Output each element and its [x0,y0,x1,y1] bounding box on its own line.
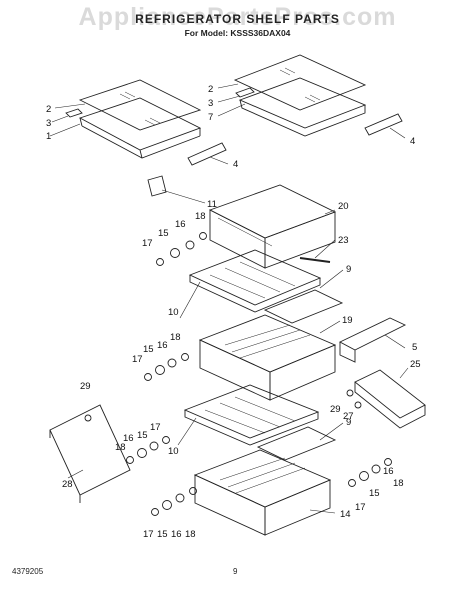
callout-16-d: 16 [383,466,394,477]
callout-29-left: 29 [80,381,91,392]
roller-stack-4 [126,436,170,464]
glass-shelf-right [233,54,367,111]
callout-4-left: 4 [233,159,238,170]
callout-16-e: 16 [171,529,182,540]
callout-15-e: 15 [157,529,168,540]
leader-lines [49,83,409,514]
upper-drawer-top [208,184,337,239]
callout-23: 23 [338,235,349,246]
model-line: For Model: KSSS36DAX04 [184,28,291,38]
roller-stack-3 [151,487,197,516]
callout-7: 7 [208,112,213,123]
doc-number: 4379205 [12,567,44,576]
callout-10-a: 10 [168,307,179,318]
shelf-assembly-right [233,54,403,137]
callout-15-b: 15 [143,344,154,355]
watermark: AppliancePartsPros.com [78,3,397,31]
callout-17-c: 17 [150,422,161,433]
upper-drawer-side [264,211,336,269]
callout-18-e: 18 [185,529,196,540]
callout-16-a: 16 [175,219,186,230]
callout-17-e: 17 [143,529,154,540]
callout-10-b: 10 [168,446,179,457]
callout-labels: 2 3 1 4 2 3 7 4 11 20 18 16 15 17 23 9 1… [46,84,421,540]
callout-17-b: 17 [132,354,143,365]
middle-drawer-top [198,314,337,373]
side-bracket-5 [339,317,407,351]
upper-drawer-front [209,209,266,269]
upper-drawer-group [147,175,337,269]
callout-18-a: 18 [195,211,206,222]
callout-16-b: 16 [157,340,168,351]
callout-1: 1 [46,131,51,142]
drawer-clip [147,175,167,197]
callout-3-left: 3 [46,118,51,129]
callout-5: 5 [412,342,417,353]
crisper-cover-upper [188,249,344,324]
shelf-texture-left [119,91,161,126]
callout-2-right: 2 [208,84,213,95]
callout-9-a: 9 [346,264,351,275]
shelf-support-rail-right [364,113,403,136]
callout-17-a: 17 [142,238,153,249]
lower-drawer-front [194,474,266,536]
lower-drawer-side [264,479,331,536]
callout-3-right: 3 [208,98,213,109]
callout-17-d: 17 [355,502,366,513]
callout-20: 20 [338,201,349,212]
callout-14: 14 [340,509,351,520]
callout-18-b: 18 [170,332,181,343]
page-number: 9 [233,567,238,576]
shelf-trim-right [235,87,255,98]
shelf-trim-left [65,108,83,118]
roller-stack-5 [348,458,392,487]
roller-stack-2 [144,353,189,381]
callout-18-c: 18 [115,442,126,453]
callout-27: 27 [343,411,354,422]
callout-16-c: 16 [123,433,134,444]
shelf-support-rail-left [187,142,227,166]
shelf-frame-left [78,97,202,151]
roller-stack-1 [156,232,207,266]
glass-shelf-left [78,79,202,131]
callout-4-right: 4 [410,136,415,147]
crisper-cover-lower [183,384,337,461]
cover-panel-9 [263,289,344,324]
lower-drawer-group [151,449,332,536]
side-bracket-left [49,404,170,503]
middle-drawer-side [269,344,336,401]
callout-15-c: 15 [137,430,148,441]
callout-15-d: 15 [369,488,380,499]
callout-25: 25 [410,359,421,370]
callout-28: 28 [62,479,73,490]
callout-19: 19 [342,315,353,326]
callout-11: 11 [207,199,217,210]
lower-drawer-top [193,449,332,508]
callout-29-right: 29 [330,404,341,415]
shelf-assembly-left [65,79,227,166]
callout-2-left: 2 [46,104,51,115]
middle-drawer-group [144,314,407,401]
callout-15-a: 15 [158,228,169,239]
page-title: REFRIGERATOR SHELF PARTS [135,12,340,26]
callout-9-b: 9 [346,417,351,428]
callout-18-d: 18 [393,478,404,489]
side-bracket-right [346,369,426,487]
